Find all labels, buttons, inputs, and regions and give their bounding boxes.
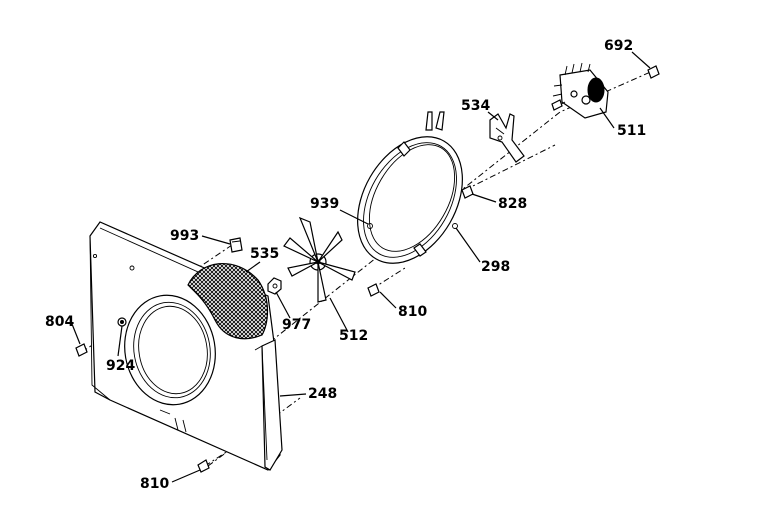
- leader-993: [201, 235, 231, 245]
- leader-512: [329, 297, 349, 333]
- label-810-upper: 810: [398, 304, 427, 320]
- leader-248: [279, 393, 307, 397]
- back-panel-248: [89, 221, 283, 471]
- motor-511: [551, 62, 609, 119]
- nut-924: [117, 317, 127, 327]
- label-535: 535: [250, 246, 279, 262]
- label-298: 298: [481, 259, 510, 275]
- clip-993: [229, 237, 243, 253]
- label-248: 248: [308, 386, 337, 402]
- label-977: 977: [282, 317, 311, 333]
- leader-977: [275, 291, 291, 319]
- label-512: 512: [339, 328, 368, 344]
- screw-810-lower: [197, 459, 210, 473]
- leader-535: [245, 261, 261, 273]
- screw-804: [75, 343, 88, 357]
- fan-ring-298: [357, 111, 463, 264]
- label-804: 804: [45, 314, 74, 330]
- leader-511: [599, 107, 615, 129]
- label-810-lower: 810: [140, 476, 169, 492]
- leader-828: [471, 193, 497, 203]
- label-828: 828: [498, 196, 527, 212]
- label-534: 534: [461, 98, 490, 114]
- leader-692: [631, 51, 651, 69]
- fan-blade-512: [283, 216, 356, 303]
- leader-810b: [171, 469, 201, 483]
- label-924: 924: [106, 358, 135, 374]
- nut-977: [267, 277, 282, 295]
- leader-810a: [379, 291, 397, 309]
- screw-692: [647, 65, 660, 79]
- mesh-screen-535: [187, 263, 269, 340]
- label-993: 993: [170, 228, 199, 244]
- label-692: 692: [604, 38, 633, 54]
- leader-534: [487, 111, 499, 121]
- leader-298: [455, 227, 481, 263]
- label-511: 511: [617, 123, 646, 139]
- leader-939: [339, 209, 369, 225]
- screw-810-upper: [367, 283, 380, 297]
- leader-804: [71, 323, 81, 345]
- leader-924: [117, 325, 123, 357]
- fan-screw-axis-line: [371, 267, 406, 290]
- label-939: 939: [310, 196, 339, 212]
- bracket-534: [489, 113, 525, 163]
- upper-screw-axis-line: [464, 144, 556, 191]
- clip-axis-line: [194, 244, 233, 271]
